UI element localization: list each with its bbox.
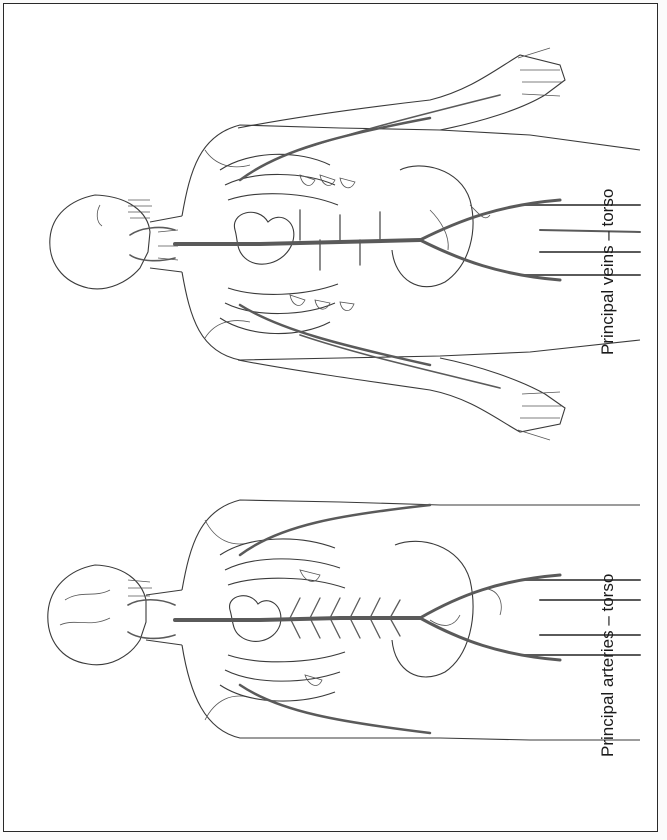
arteries-figure (48, 500, 640, 740)
veins-figure (50, 48, 640, 440)
arteries-caption: Principal arteries – torso (598, 574, 618, 757)
veins-caption: Principal veins – torso (598, 189, 618, 355)
